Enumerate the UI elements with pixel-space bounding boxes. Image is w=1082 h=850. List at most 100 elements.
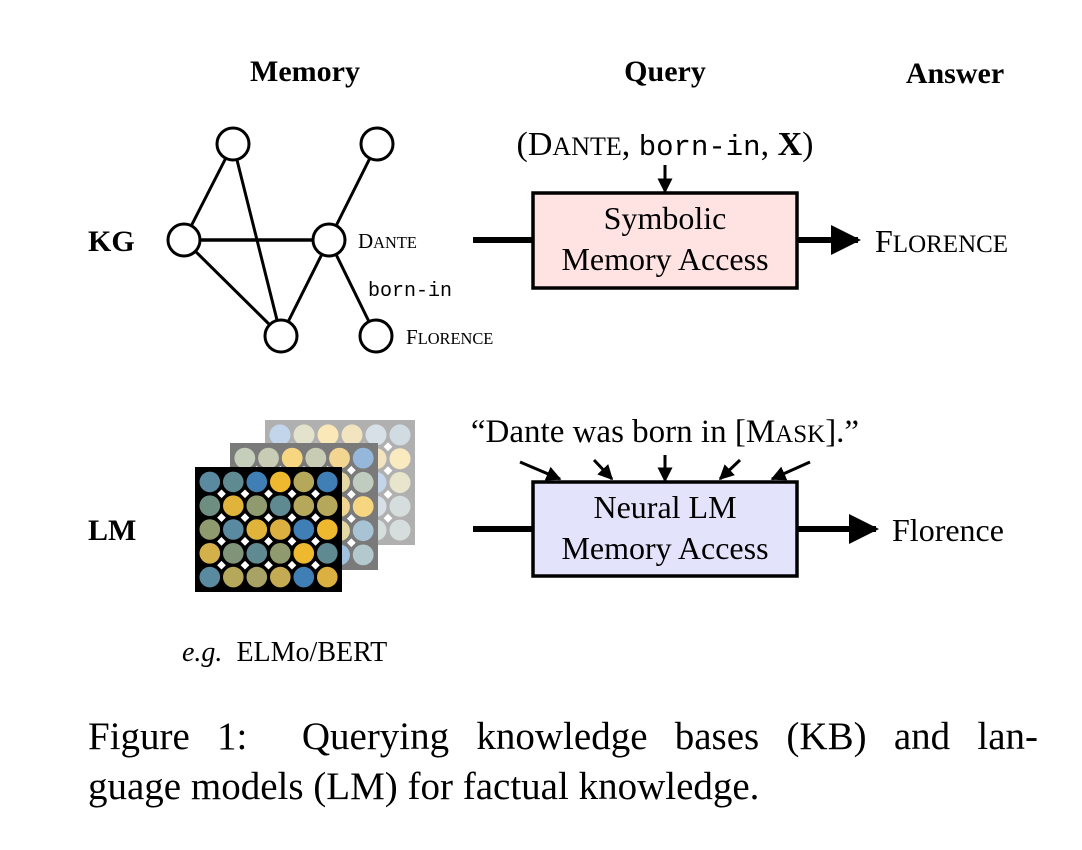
kg-node (359, 126, 395, 162)
grid-cell (258, 447, 279, 469)
grid-diamond (311, 560, 320, 570)
grid-cell (293, 566, 315, 588)
caption-line-1: Figure 1: Querying knowledge bases (KB) … (88, 715, 1038, 758)
grid-cell (389, 472, 411, 493)
grid-diamond (311, 537, 320, 546)
symbolic-box-line1: Symbolic (604, 200, 727, 236)
grid-cell (270, 471, 291, 493)
grid-cell (246, 543, 268, 564)
grid-diamond (287, 560, 297, 570)
grid-diamond (346, 514, 356, 523)
lm-answer: Florence (892, 512, 1004, 548)
grid-diamond (346, 465, 356, 475)
grid-diamond (240, 560, 250, 570)
kg-label-dante: DANTE (358, 229, 417, 253)
grid-cell (246, 566, 268, 588)
grid-cell (305, 447, 327, 469)
lm-query-arrow (718, 458, 742, 481)
grid-diamond (217, 537, 226, 546)
grid-diamond (287, 489, 297, 499)
figure-caption: Figure 1: Querying knowledge bases (KB) … (88, 712, 1038, 812)
grid-diamond (217, 560, 226, 570)
neural-box-line2: Memory Access (561, 530, 768, 566)
grid-cell (389, 495, 411, 517)
grid-cell (317, 543, 338, 564)
grid-cell (317, 471, 338, 493)
grid-cell (352, 520, 374, 542)
grid-diamond (287, 537, 297, 546)
lm-query-arrow (519, 460, 562, 481)
grid-cell (341, 424, 363, 446)
lm-query: “Dante was born in [MASK].” (471, 414, 859, 450)
grid-cell (293, 471, 315, 493)
grid-diamond (383, 466, 393, 475)
grid-cell (293, 543, 315, 564)
grid-cell (352, 496, 374, 517)
grid-cell (317, 424, 339, 446)
grid-cell (329, 447, 350, 469)
grid-cell (293, 519, 315, 540)
memory-grid-front (195, 467, 342, 592)
kg-edge (327, 142, 379, 242)
grid-cell (270, 519, 291, 540)
grid-cell (365, 424, 387, 446)
kg-edge (182, 142, 235, 242)
grid-cell (317, 566, 338, 588)
grid-diamond (383, 513, 393, 523)
grid-diamond (264, 560, 273, 570)
neural-lm-memory-access-box (531, 480, 799, 578)
grid-diamond (264, 513, 273, 522)
grid-cell (199, 566, 221, 588)
lm-query-arrows (519, 455, 811, 483)
grid-cell (234, 447, 256, 469)
grid-cell (270, 495, 291, 516)
grid-diamond (240, 513, 250, 522)
kg-label-florence: FLORENCE (406, 325, 493, 349)
symbolic-box-line2: Memory Access (561, 241, 768, 277)
header-query: Query (624, 55, 706, 88)
kg-query: (DANTE, born-in, X) (517, 126, 814, 164)
grid-diamond (287, 513, 297, 522)
grid-cell (352, 447, 374, 469)
kg-node (166, 222, 202, 258)
grid-cell (199, 543, 221, 564)
grid-cell (389, 519, 411, 541)
grid-cell (246, 495, 268, 516)
lm-query-arrow (592, 458, 614, 481)
grid-cell (389, 448, 411, 470)
grid-cell (269, 424, 291, 446)
grid-cell (246, 471, 268, 493)
grid-diamond (264, 537, 273, 546)
grid-diamond (383, 442, 393, 452)
header-answer: Answer (906, 57, 1004, 90)
lm-memory-grids (195, 420, 415, 592)
lm-model-label: e.g. ELMo/BERT (182, 637, 387, 668)
kg-node (215, 126, 251, 162)
grid-cell (352, 544, 374, 566)
grid-diamond (217, 489, 226, 499)
grid-cell (246, 519, 268, 540)
grid-cell (317, 495, 338, 516)
row-label-lm: LM (88, 514, 136, 547)
kg-label-born-in: born-in (368, 280, 452, 303)
kg-answer: FLORENCE (875, 223, 1008, 259)
kg-edge (182, 238, 283, 338)
grid-cell (199, 471, 221, 493)
grid-cell (223, 543, 244, 564)
grid-diamond (240, 489, 250, 499)
neural-box-line1: Neural LM (593, 489, 736, 525)
kg-node-dante (311, 222, 347, 258)
grid-diamond (311, 489, 320, 499)
grid-cell (293, 424, 315, 446)
grid-diamond (383, 490, 393, 499)
grid-diamond (240, 537, 250, 546)
grid-cell (270, 543, 291, 564)
grid-cell (223, 519, 244, 540)
grid-diamond (346, 490, 356, 499)
grid-diamond (346, 538, 356, 548)
kg-edge (279, 238, 331, 338)
kg-node (263, 318, 299, 354)
grid-cell (199, 519, 221, 540)
grid-cell (352, 471, 374, 493)
